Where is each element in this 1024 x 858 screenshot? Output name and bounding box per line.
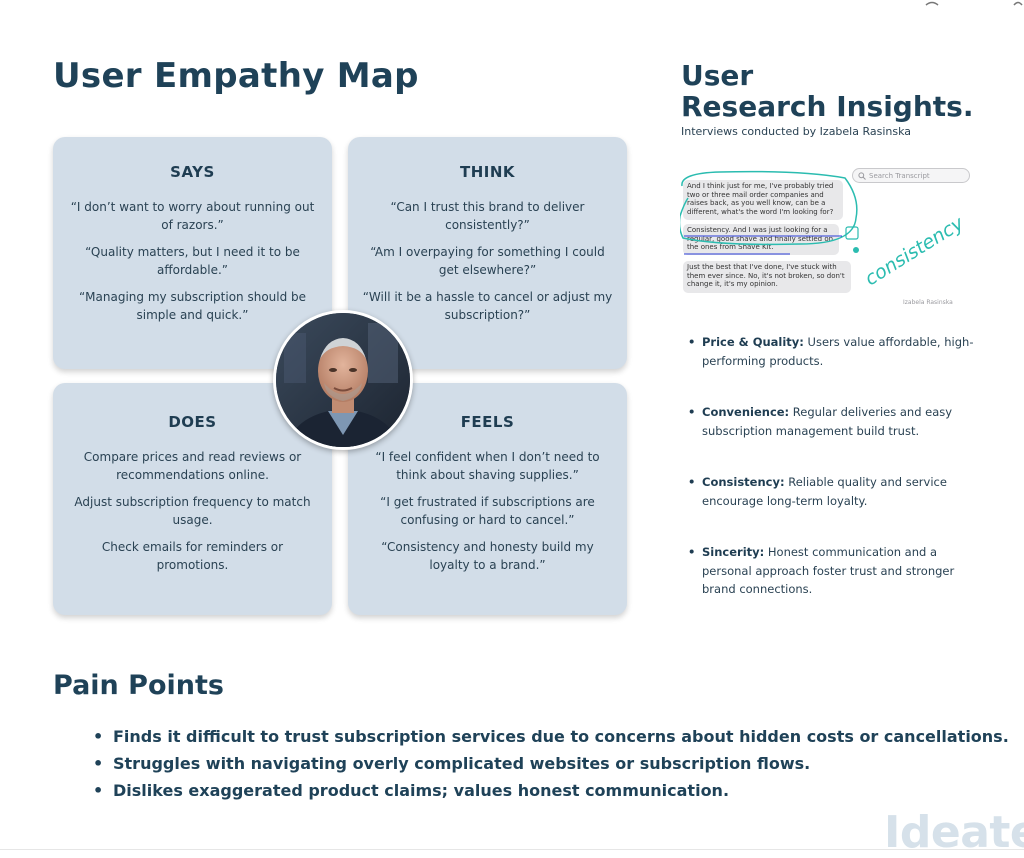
does-item: Compare prices and read reviews or recom… — [83, 450, 302, 482]
pain-points-title: Pain Points — [53, 670, 224, 701]
bottom-divider — [0, 849, 1024, 850]
think-item: “Will it be a hassle to cancel or adjust… — [362, 290, 613, 322]
insight-text: Users value affordable, high-performing … — [702, 335, 974, 368]
says-item: “Managing my subscription should be simp… — [78, 290, 307, 322]
transcript-credit: Izabela Rasinska — [903, 299, 953, 306]
insight-label: Convenience: — [702, 405, 790, 419]
pain-point-item: Finds it difficult to trust subscription… — [93, 723, 1009, 750]
feels-card: FEELS “I feel confident when I don’t nee… — [348, 383, 627, 615]
research-title: User Research Insights. — [681, 60, 973, 122]
insight-text: Honest communication and a personal appr… — [702, 545, 955, 596]
says-item: “Quality matters, but I need it to be af… — [85, 245, 300, 277]
says-item: “I don’t want to worry about running out… — [70, 200, 315, 232]
think-item: “Can I trust this brand to deliver consi… — [390, 200, 585, 232]
think-card: THINK “Can I trust this brand to deliver… — [348, 137, 627, 369]
page-title: User Empathy Map — [53, 56, 419, 96]
says-card: SAYS “I don’t want to worry about runnin… — [53, 137, 332, 369]
insight-label: Consistency: — [702, 475, 785, 489]
persona-photo — [276, 313, 410, 447]
persona-avatar — [273, 310, 413, 450]
feels-item: “I feel confident when I don’t need to t… — [375, 450, 600, 482]
handwritten-annotation: consistency — [680, 170, 968, 290]
feels-heading: FEELS — [460, 413, 515, 431]
insight-item: Convenience: Regular deliveries and easy… — [688, 403, 988, 440]
annotation-text: consistency — [861, 212, 968, 290]
insight-text: Regular deliveries and easy subscription… — [702, 405, 953, 438]
insight-item: Consistency: Reliable quality and servic… — [688, 473, 988, 510]
insight-text: Reliable quality and service encourage l… — [702, 475, 947, 508]
research-title-line1: User — [681, 59, 754, 92]
research-subtitle: Interviews conducted by Izabela Rasinska — [681, 125, 912, 138]
transcript-bubble-highlighted: Consistency. And I was just looking for … — [683, 224, 839, 255]
think-heading: THINK — [459, 163, 516, 181]
think-item: “Am I overpaying for something I could g… — [370, 245, 605, 277]
insight-label: Sincerity: — [702, 545, 765, 559]
insight-label: Price & Quality: — [702, 335, 804, 349]
research-title-line2: Research Insights. — [681, 90, 974, 123]
transcript-bubble: Just the best that I've done, I've stuck… — [683, 261, 851, 293]
pain-point-item: Dislikes exaggerated product claims; val… — [93, 777, 1009, 804]
does-item: Adjust subscription frequency to match u… — [74, 495, 311, 527]
pain-points-list: Finds it difficult to trust subscription… — [93, 723, 1009, 804]
interview-transcript-image: Search Transcript And I think just for m… — [680, 168, 974, 310]
feels-item: “Consistency and honesty build my loyalt… — [381, 540, 594, 572]
transcript-bubble: And I think just for me, I've probably t… — [683, 180, 843, 220]
pain-point-item: Struggles with navigating overly complic… — [93, 750, 1009, 777]
says-heading: SAYS — [170, 163, 215, 181]
does-card: DOES Compare prices and read reviews or … — [53, 383, 332, 615]
does-heading: DOES — [168, 413, 217, 431]
insight-item: Sincerity: Honest communication and a pe… — [688, 543, 988, 599]
corner-decoration — [925, 1, 1023, 6]
insight-item: Price & Quality: Users value affordable,… — [688, 333, 988, 370]
search-icon — [858, 172, 866, 180]
transcript-search-placeholder: Search Transcript — [869, 172, 930, 180]
feels-item: “I get frustrated if subscriptions are c… — [380, 495, 595, 527]
transcript-search: Search Transcript — [852, 168, 970, 183]
insights-list: Price & Quality: Users value affordable,… — [688, 333, 988, 632]
does-item: Check emails for reminders or promotions… — [101, 540, 284, 572]
